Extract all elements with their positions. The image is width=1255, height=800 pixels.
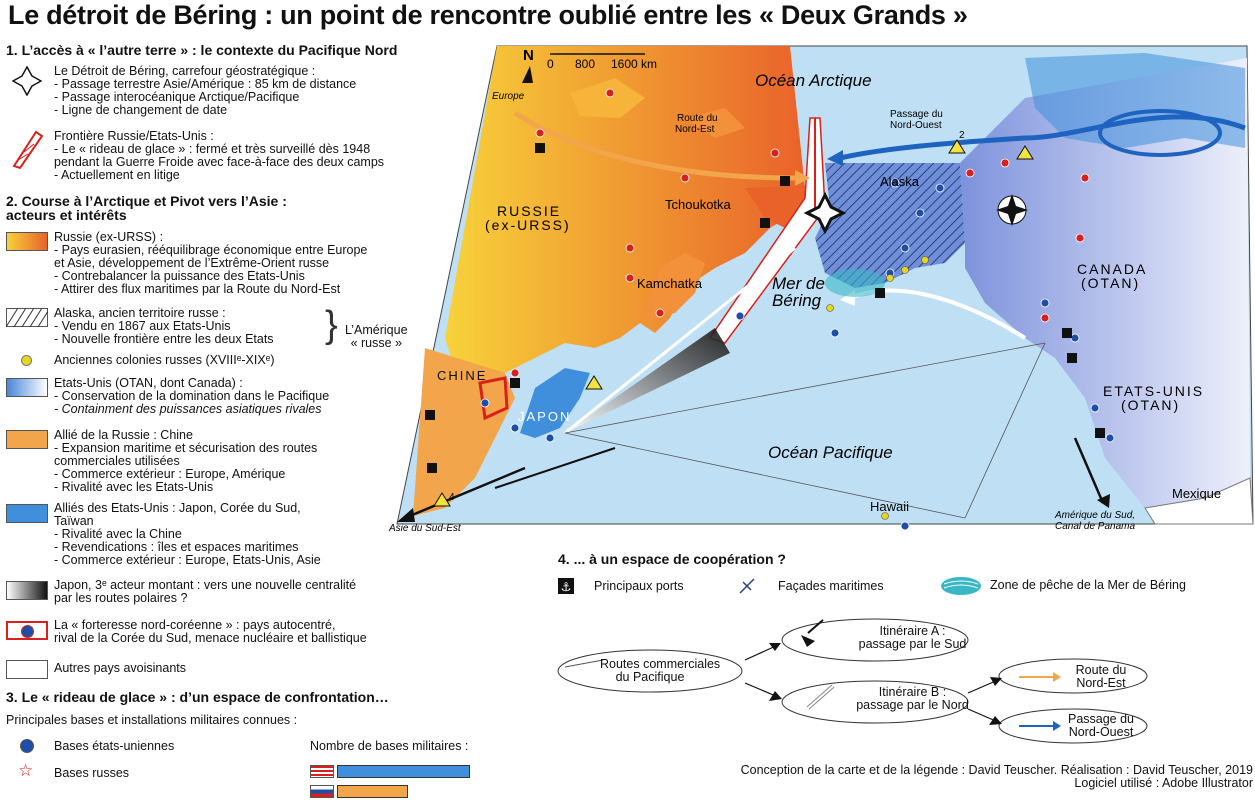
alaska-hatch-swatch xyxy=(6,308,48,327)
legend-fishing-text: Zone de pêche de la Mer de Béring xyxy=(990,578,1186,592)
brace-icon: } xyxy=(325,304,338,346)
section1-heading: 1. L’accès à « l’autre terre » : le cont… xyxy=(6,42,398,58)
section3-subheading: Principales bases et installations milit… xyxy=(6,713,298,727)
map-mexique: Mexique xyxy=(1172,486,1221,501)
map-chine: CHINE xyxy=(437,368,487,383)
map-russie: RUSSIE xyxy=(497,203,561,219)
port-icon: ⚓ xyxy=(558,578,574,594)
map-europe: Europe xyxy=(492,91,525,102)
section3-heading: 3. Le « rideau de glace » : d’un espace … xyxy=(6,689,389,705)
map-ocean-arctic: Océan Arctique xyxy=(755,71,872,90)
kamchatka-land xyxy=(640,253,705,323)
map-amerique-sud-1: Amérique du Sud, xyxy=(1054,510,1135,521)
route-nord-est-arrow xyxy=(513,110,796,181)
mexico-land xyxy=(1144,477,1254,525)
border-hatch-icon xyxy=(12,130,44,170)
passage-nord-ouest-arrow xyxy=(839,114,1246,161)
others-swatch xyxy=(6,660,48,679)
map-scale-0: 0 xyxy=(547,57,554,71)
itin-b-label: Itinéraire B :passage par le Nord xyxy=(856,685,969,712)
map-mer-bering-2: Béring xyxy=(772,291,822,310)
fishing-zone-icon xyxy=(941,577,981,595)
map-alaska: Alaska xyxy=(880,174,920,189)
legend-japan-text: Japon, 3ᵉ acteur montant : vers une nouv… xyxy=(54,578,357,605)
svg-text:⚓: ⚓ xyxy=(561,580,572,594)
bar-usa xyxy=(337,765,470,778)
map-tchoukotka: Tchoukotka xyxy=(665,197,732,212)
map-ocean-pacific: Océan Pacifique xyxy=(768,443,893,462)
routes-diagram xyxy=(557,618,1148,744)
legend-strait-text: Le Détroit de Béring, carrefour géostrat… xyxy=(54,64,357,117)
page-title: Le détroit de Béring : un point de renco… xyxy=(8,0,968,30)
legend-ports-text: Principaux ports xyxy=(594,579,684,593)
ru-base-icon: ☆ xyxy=(18,761,34,780)
map-amerique-sud-2: Canal de Panama xyxy=(1055,521,1135,532)
legend-facades-text: Façades maritimes xyxy=(778,579,884,593)
map-passage-no-1: Passage du xyxy=(890,109,943,120)
map-num-2: 2 xyxy=(959,130,965,141)
japan-polar-cone xyxy=(565,328,730,433)
arctic-islands xyxy=(1025,53,1245,148)
legend-china-text: Allié de la Russie : Chine- Expansion ma… xyxy=(54,428,318,494)
bering-strait-icon xyxy=(12,66,42,96)
russia-swatch xyxy=(6,232,48,251)
china-swatch xyxy=(6,430,48,449)
facade-icon xyxy=(739,578,755,594)
map-kamchatka: Kamchatka xyxy=(637,276,703,291)
map-hawaii: Hawaii xyxy=(870,499,909,514)
legend-amerique-russe: L’Amérique« russe » xyxy=(345,323,408,350)
map: 0 800 1600 km N Océan Arctique Océan Pac… xyxy=(388,45,1254,534)
legend-alaska-text: Alaska, ancien territoire russe :- Vendu… xyxy=(54,306,274,346)
compass-rose xyxy=(996,194,1028,226)
legend-colonies-text: Anciennes colonies russes (XVIIIᵉ-XIXᵉ) xyxy=(54,353,275,367)
legend-us-allies-text: Alliés des Etats-Unis : Japon, Corée du … xyxy=(54,501,321,567)
section2-heading: 2. Course à l’Arctique et Pivot vers l’A… xyxy=(6,193,287,223)
map-north: N xyxy=(523,47,534,64)
ru-flag-icon xyxy=(310,785,334,798)
north-korea-swatch xyxy=(6,621,48,640)
iron-curtain xyxy=(708,117,826,344)
legend-us-bases-text: Bases états-uniennes xyxy=(54,739,175,753)
map-asie-se: Asie du Sud-Est xyxy=(388,523,462,534)
itin-a-label: Itinéraire A :passage par le Sud xyxy=(858,624,967,651)
map-route-ne-1: Route du xyxy=(677,113,718,124)
legend-usa-text: Etats-Unis (OTAN, dont Canada) :- Conser… xyxy=(54,376,330,416)
bar-russia xyxy=(337,785,409,798)
legend-others-text: Autres pays avoisinants xyxy=(54,661,187,675)
alaska-land xyxy=(815,163,965,288)
map-scale-800: 800 xyxy=(575,57,595,71)
usa-swatch xyxy=(6,378,48,397)
map-canada: CANADA xyxy=(1077,261,1147,277)
map-japon: JAPON xyxy=(518,409,571,424)
map-scale-1600: 1600 km xyxy=(611,57,657,71)
bering-strait-symbol xyxy=(803,191,847,235)
us-flag-icon xyxy=(310,765,334,778)
colony-dot-icon xyxy=(21,355,32,366)
legend-border-text: Frontière Russie/Etats-Unis :- Le « ride… xyxy=(54,129,385,182)
section4-heading: 4. ... à un espace de coopération ? xyxy=(558,551,786,567)
japan-swatch xyxy=(6,581,48,600)
map-canada-sub: (OTAN) xyxy=(1081,275,1140,291)
fishing-zone xyxy=(825,269,885,297)
japan-land xyxy=(520,368,590,438)
legend-ru-bases-text: Bases russes xyxy=(54,766,130,780)
us-base-icon xyxy=(20,739,34,753)
map-route-ne-2: Nord-Est xyxy=(675,124,715,135)
canada-usa-land xyxy=(960,58,1250,508)
map-usa: ETATS-UNIS xyxy=(1103,383,1204,399)
map-mer-bering-1: Mer de xyxy=(772,274,825,293)
credits: Conception de la carte et de la légende … xyxy=(740,763,1253,790)
legend-russia-text: Russie (ex-URSS) :- Pays eurasien, rééqu… xyxy=(54,230,368,296)
map-usa-sub: (OTAN) xyxy=(1121,397,1180,413)
map-russie-sub: (ex-URSS) xyxy=(485,217,571,233)
legend-north-korea-text: La « forteresse nord-coréenne » : pays a… xyxy=(54,618,367,645)
us-allies-swatch xyxy=(6,504,48,523)
map-passage-no-2: Nord-Ouest xyxy=(890,120,942,131)
base-count-label: Nombre de bases militaires : xyxy=(310,739,469,753)
map-num-4: 4 xyxy=(449,492,455,503)
